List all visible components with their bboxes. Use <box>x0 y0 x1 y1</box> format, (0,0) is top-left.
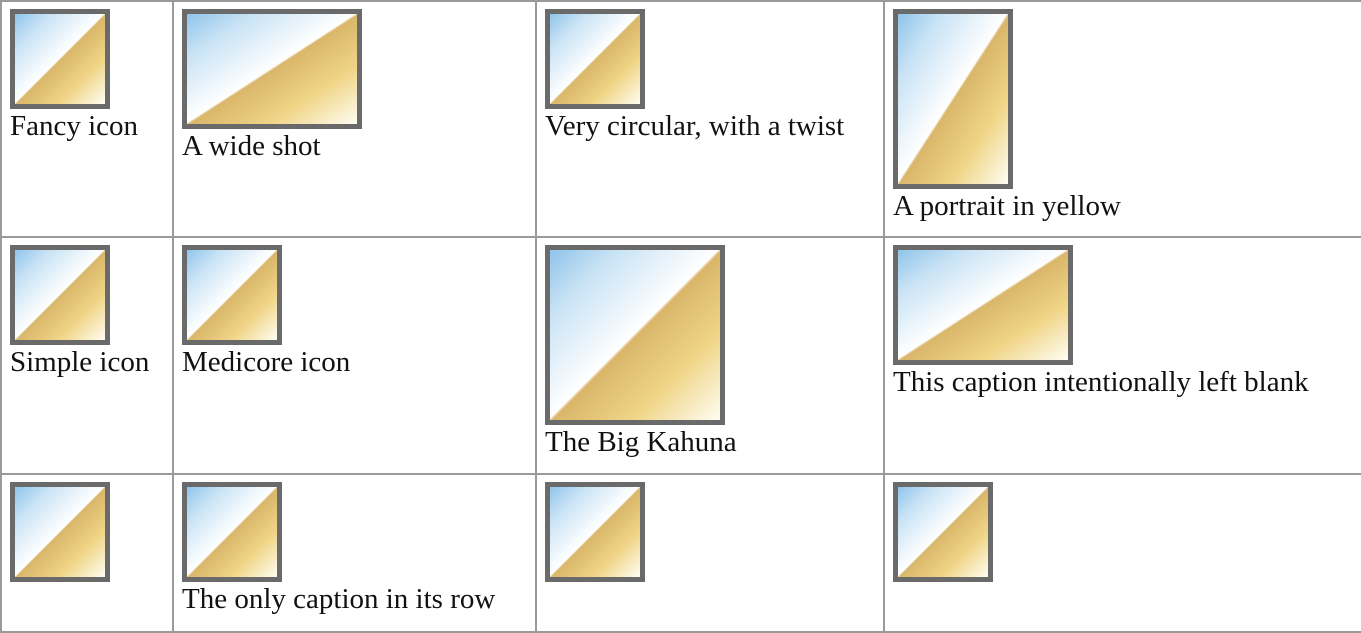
image-caption: The Big Kahuna <box>545 426 737 458</box>
thumbnail-image[interactable] <box>545 245 725 425</box>
thumbnail-image[interactable] <box>893 9 1013 189</box>
image-caption: Very circular, with a twist <box>545 110 845 142</box>
gallery-cell: Fancy icon <box>0 0 174 238</box>
thumbnail-image[interactable] <box>182 9 362 129</box>
gallery-cell: This caption intentionally left blank <box>883 236 1361 475</box>
thumbnail-image[interactable] <box>893 482 993 582</box>
gallery-row: Simple icon Medicore icon The Big Kahuna… <box>0 236 1361 475</box>
thumbnail-image[interactable] <box>893 245 1073 365</box>
gallery-cell: The only caption in its row <box>172 473 537 633</box>
image-caption: This caption intentionally left blank <box>893 366 1309 398</box>
image-caption: Medicore icon <box>182 346 351 378</box>
thumbnail-image[interactable] <box>545 9 645 109</box>
thumbnail-image[interactable] <box>182 245 282 345</box>
gallery-cell: A portrait in yellow <box>883 0 1361 238</box>
gallery-cell: Simple icon <box>0 236 174 475</box>
gallery-row: Fancy icon A wide shot Very circular, wi… <box>0 0 1361 238</box>
gallery-cell <box>0 473 174 633</box>
thumbnail-image[interactable] <box>10 482 110 582</box>
image-caption: A portrait in yellow <box>893 190 1121 222</box>
image-caption: The only caption in its row <box>182 583 496 615</box>
image-caption: Simple icon <box>10 346 150 378</box>
thumbnail-image[interactable] <box>545 482 645 582</box>
gallery-cell: Medicore icon <box>172 236 537 475</box>
image-caption: Fancy icon <box>10 110 139 142</box>
thumbnail-image[interactable] <box>10 245 110 345</box>
gallery-cell <box>535 473 885 633</box>
gallery-cell: A wide shot <box>172 0 537 238</box>
image-caption: A wide shot <box>182 130 321 162</box>
gallery-row: The only caption in its row <box>0 473 1361 633</box>
thumbnail-image[interactable] <box>182 482 282 582</box>
gallery-cell <box>883 473 1361 633</box>
thumbnail-image[interactable] <box>10 9 110 109</box>
gallery-cell: The Big Kahuna <box>535 236 885 475</box>
gallery-cell: Very circular, with a twist <box>535 0 885 238</box>
